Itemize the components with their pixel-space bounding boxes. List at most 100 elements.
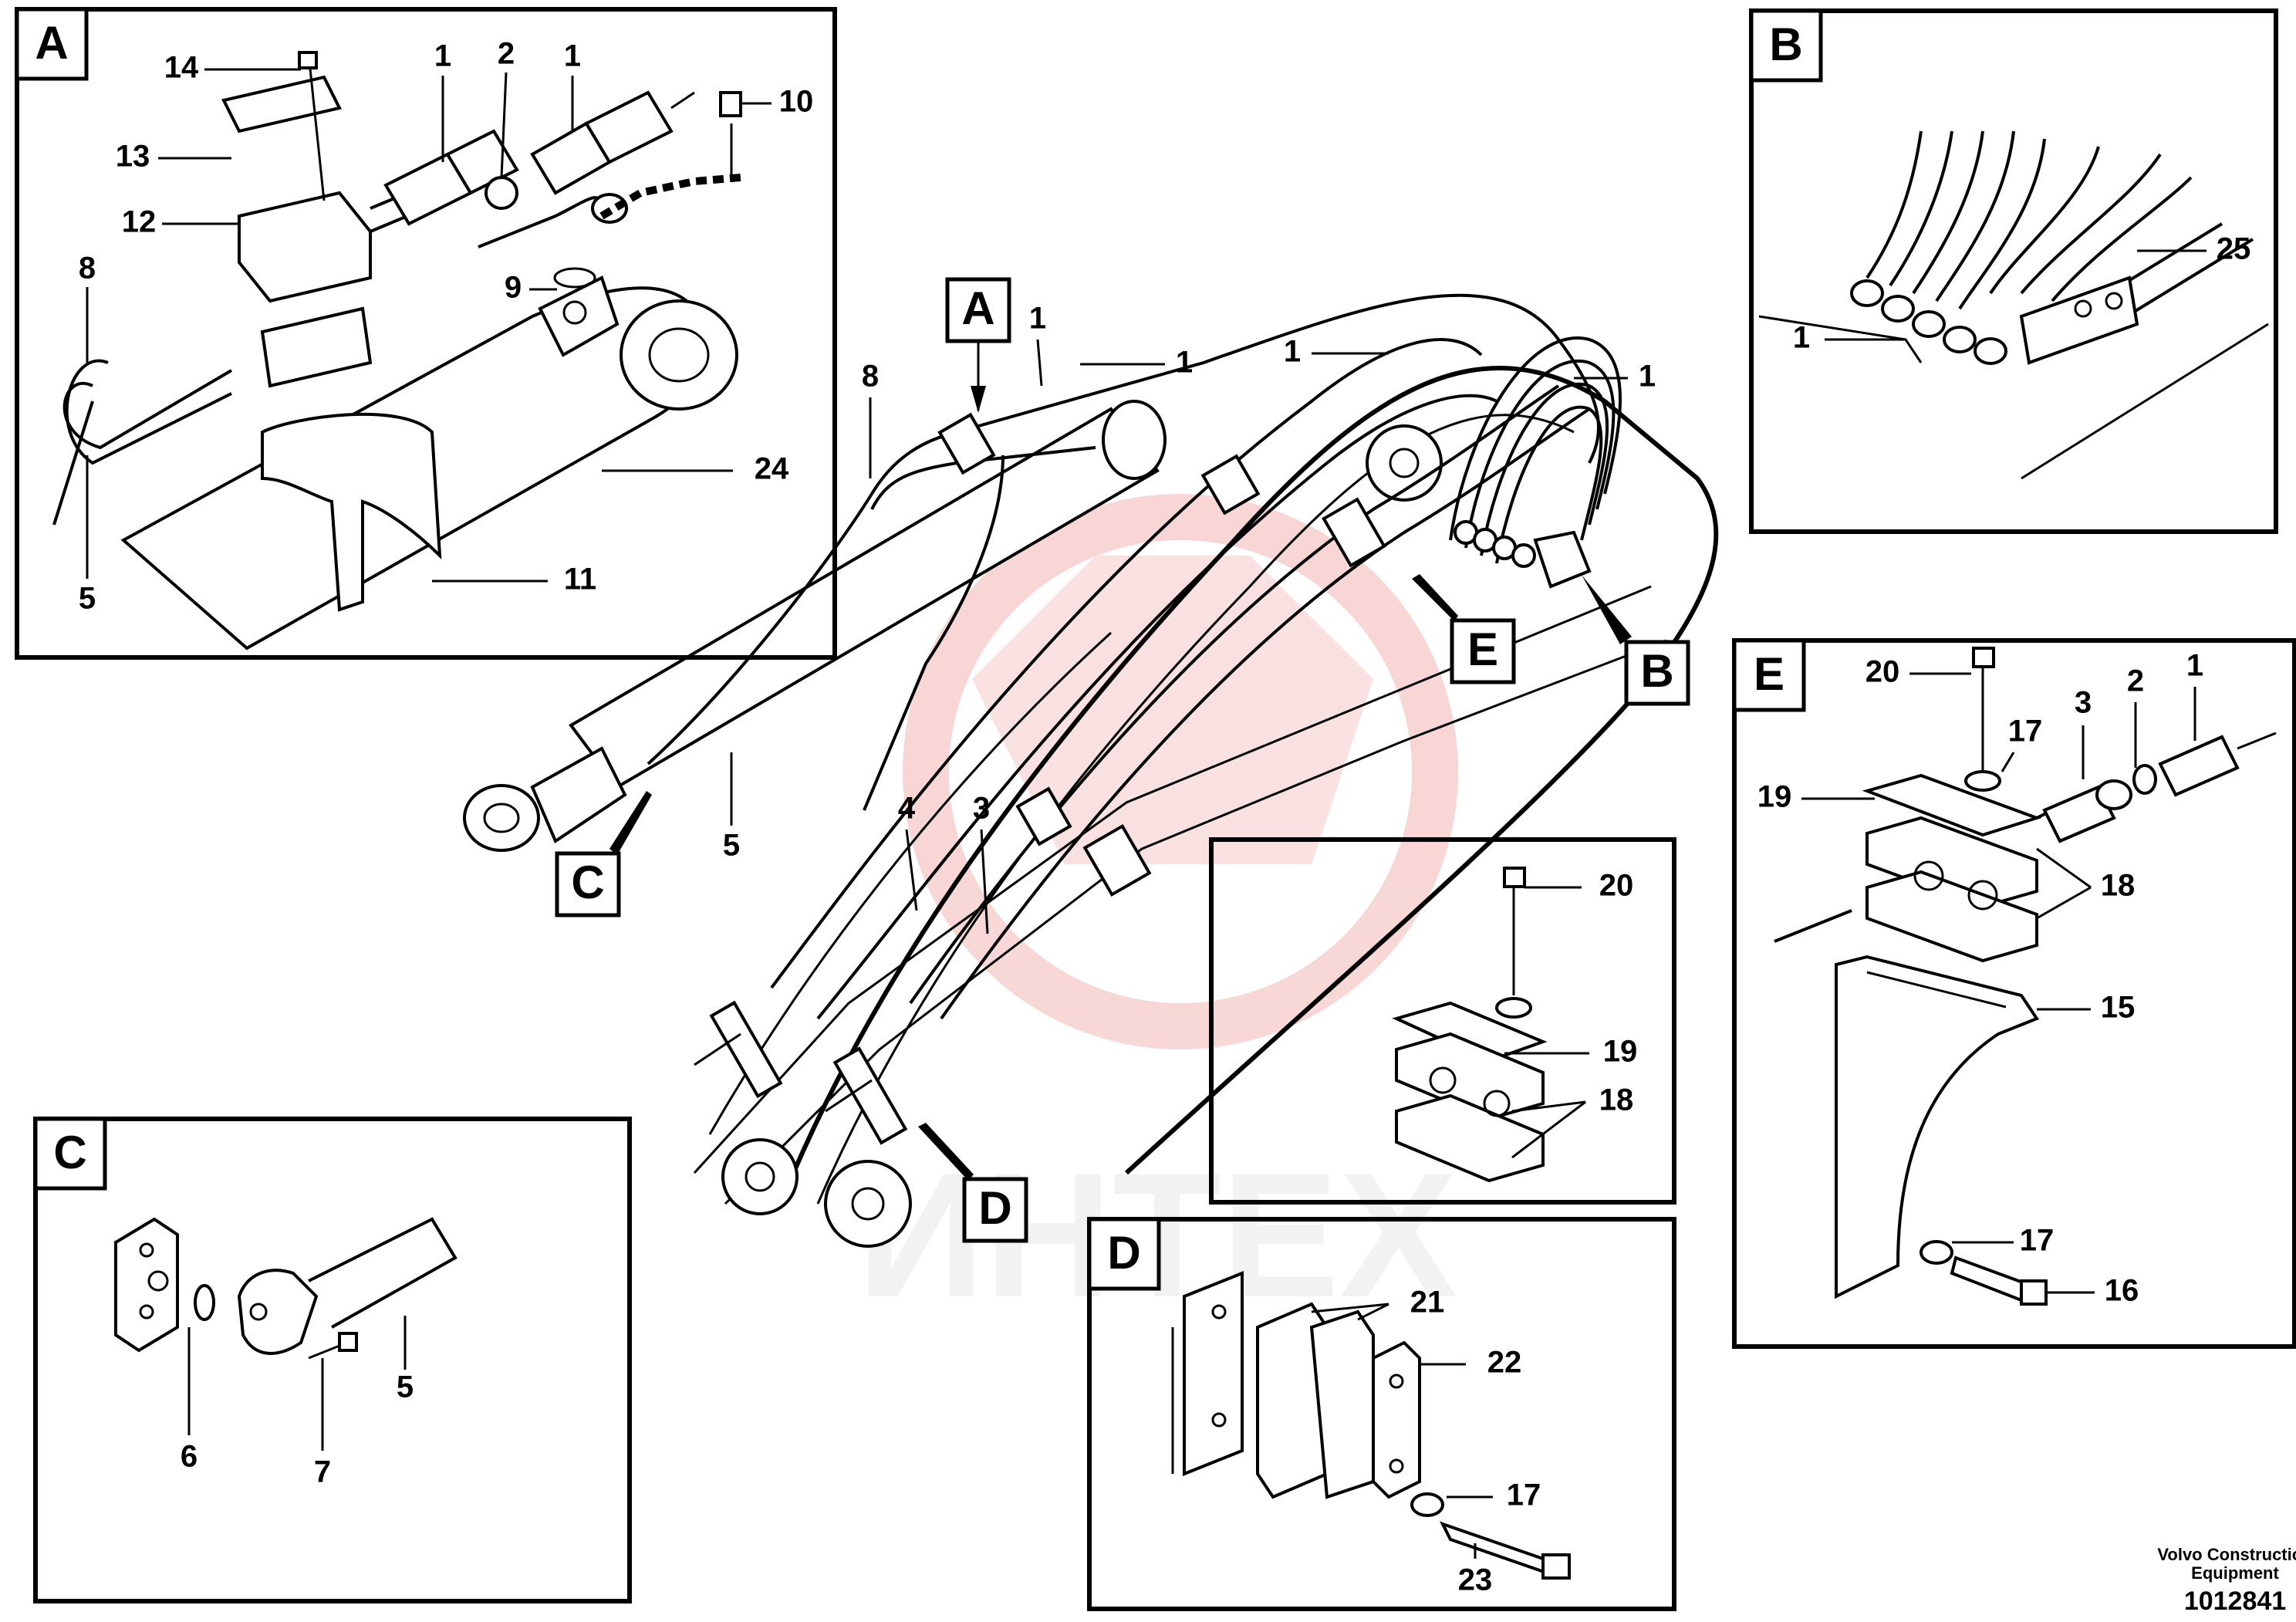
main-callout-1d: 1 [1574,360,1656,394]
view-d-callout-22: 22 [1420,1346,1521,1380]
svg-text:3: 3 [2075,686,2092,720]
svg-text:17: 17 [2008,715,2043,748]
svg-text:2: 2 [2127,664,2144,698]
svg-text:22: 22 [1487,1346,1522,1380]
clamp-inset-callout-20: 20 [1524,869,1633,903]
svg-text:16: 16 [2105,1274,2139,1308]
main-assembly: A B C D E 1 [463,277,1719,1248]
svg-text:13: 13 [116,140,150,174]
view-marker-B: B [1582,575,1690,706]
svg-text:1: 1 [2186,649,2203,683]
watermark: ИНТЕХ [857,494,1458,1334]
view-e-callout-20: 20 [1866,655,1971,689]
view-a-callout-12: 12 [122,205,239,239]
svg-text:20: 20 [1599,869,1634,903]
company-name-line1: Volvo Construction [2157,1545,2296,1564]
view-a-callout-9: 9 [505,271,557,305]
svg-text:8: 8 [862,360,879,394]
svg-text:23: 23 [1458,1563,1493,1597]
svg-text:7: 7 [314,1455,331,1489]
main-callout-3: 3 [973,792,990,934]
svg-text:A: A [35,17,68,69]
view-b-callout-25: 25 [2137,232,2250,266]
view-a-callout-8: 8 [79,252,96,363]
svg-text:1: 1 [1176,346,1193,380]
svg-text:6: 6 [181,1440,198,1474]
view-a-callout-1a: 1 [434,39,451,162]
view-e-callout-17a: 17 [2001,715,2043,772]
svg-text:18: 18 [2101,869,2136,903]
svg-text:1: 1 [564,39,581,73]
svg-text:1: 1 [1284,335,1301,369]
svg-text:20: 20 [1866,655,1900,689]
clamp-inset-callout-19: 19 [1504,1035,1637,1069]
svg-text:D: D [978,1182,1011,1234]
view-a-callout-24: 24 [602,452,789,486]
main-callout-1c: 1 [1284,335,1389,369]
svg-text:25: 25 [2217,232,2251,266]
view-marker-A: A [945,277,1011,413]
svg-text:19: 19 [1603,1035,1638,1069]
svg-text:5: 5 [723,829,740,863]
view-e-callout-15: 15 [2037,991,2135,1025]
svg-text:5: 5 [79,582,96,616]
svg-text:10: 10 [779,85,814,119]
view-e-callout-17b: 17 [1952,1224,2054,1258]
view-b-panel: B 25 1 [1749,8,2278,534]
svg-text:C: C [571,857,604,908]
view-e-callout-16: 16 [2046,1274,2139,1308]
svg-text:14: 14 [164,51,199,85]
view-e-callout-2: 2 [2127,664,2144,768]
view-e-panel: E 20 17 3 [1732,638,2296,1349]
main-callout-5: 5 [723,752,740,863]
view-c-callout-5: 5 [397,1316,414,1404]
clamp-inset-panel: 20 19 18 [1209,837,1676,1205]
svg-text:A: A [961,282,994,334]
svg-text:B: B [1640,645,1673,697]
drawing-number: 1012841 [2184,1587,2286,1616]
view-e-callout-1: 1 [2186,649,2203,741]
view-a-callout-5: 5 [79,455,96,616]
svg-text:1: 1 [1639,360,1656,394]
company-name-line2: Equipment [2191,1563,2279,1583]
view-d-callout-17: 17 [1447,1478,1541,1512]
svg-text:21: 21 [1410,1286,1445,1320]
view-a-callout-2: 2 [498,37,515,178]
svg-text:D: D [1107,1227,1140,1279]
view-d-callout-21: 21 [1311,1286,1445,1321]
view-b-callout-1: 1 [1793,321,1906,355]
svg-text:12: 12 [122,205,157,239]
svg-text:C: C [53,1127,86,1178]
view-marker-E: E [1412,574,1516,684]
svg-text:3: 3 [973,792,990,826]
view-a-callout-14: 14 [164,51,301,85]
svg-text:B: B [1769,19,1802,70]
svg-text:E: E [1467,623,1498,675]
svg-text:17: 17 [1507,1478,1541,1512]
svg-text:24: 24 [755,452,789,486]
svg-text:11: 11 [564,563,596,596]
footer-block: Volvo Construction Equipment 1012841 [2157,1545,2296,1616]
svg-text:1: 1 [1029,302,1046,336]
main-callout-4: 4 [898,792,918,911]
svg-text:4: 4 [898,792,916,826]
view-c-callout-7: 7 [314,1358,331,1489]
svg-text:1: 1 [1793,321,1810,355]
view-marker-D: D [918,1123,1028,1243]
view-e-callout-3: 3 [2075,686,2092,779]
view-a-callout-10: 10 [741,85,813,119]
view-d-panel: D 21 22 17 23 [1087,1217,1676,1611]
svg-text:15: 15 [2101,991,2136,1025]
clamp-inset-callout-18: 18 [1511,1083,1634,1159]
svg-text:18: 18 [1599,1083,1634,1117]
svg-text:19: 19 [1757,780,1792,814]
svg-text:5: 5 [397,1370,414,1404]
svg-text:2: 2 [498,37,515,71]
svg-text:9: 9 [505,271,522,305]
view-a-callout-11: 11 [432,563,596,596]
main-callout-1a: 1 [1029,302,1046,387]
view-c-panel: C 5 6 7 [33,1117,632,1603]
svg-text:E: E [1754,648,1784,700]
svg-text:1: 1 [434,39,451,73]
view-e-callout-18: 18 [2036,847,2136,920]
